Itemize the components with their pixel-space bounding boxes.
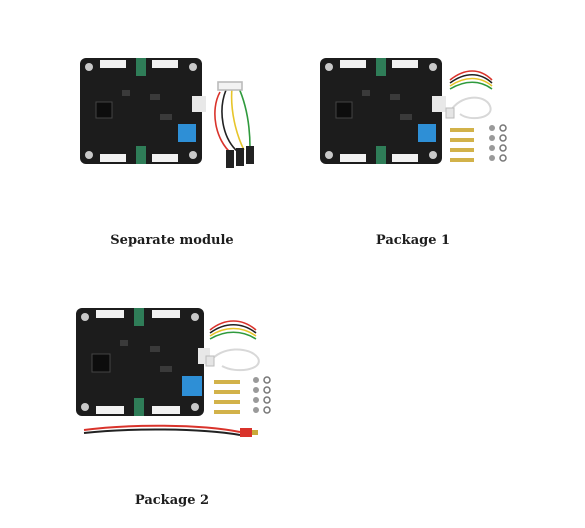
controller-board xyxy=(320,58,446,164)
usb-cable xyxy=(205,348,260,372)
controller-board xyxy=(76,308,210,416)
brass-standoffs xyxy=(450,128,474,162)
jumper-wire-harness xyxy=(209,320,257,340)
product-card-package-1[interactable] xyxy=(300,30,550,230)
product-label: Package 2 xyxy=(134,493,210,508)
jumper-wire-harness xyxy=(449,70,493,90)
product-image-package-2 xyxy=(76,308,271,437)
product-card-package-2[interactable] xyxy=(60,290,310,490)
screws xyxy=(489,124,507,162)
product-image-package-1 xyxy=(320,58,507,164)
usb-cable xyxy=(445,96,492,120)
jumper-wire-harness xyxy=(214,81,254,168)
screws xyxy=(253,376,271,414)
product-image-separate-module xyxy=(80,58,254,168)
product-label: Package 1 xyxy=(375,233,451,248)
controller-board xyxy=(80,58,206,164)
product-label: Separate module xyxy=(110,233,234,248)
power-lead-with-plug xyxy=(83,424,258,437)
brass-standoffs xyxy=(214,380,240,414)
product-card-separate-module[interactable] xyxy=(60,30,310,230)
